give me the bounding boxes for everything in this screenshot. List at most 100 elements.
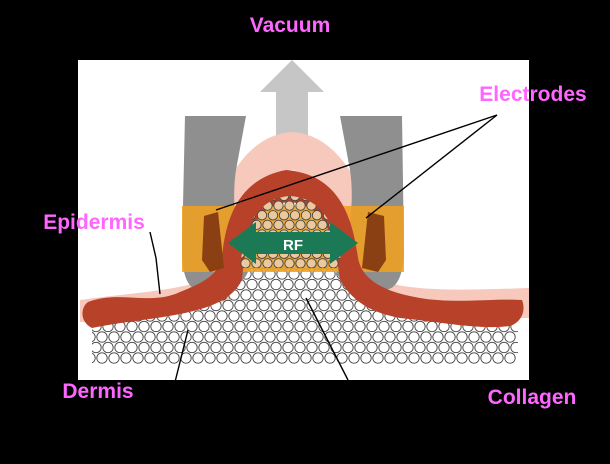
cell: [312, 352, 324, 364]
cell: [282, 278, 294, 291]
cell: [174, 320, 186, 333]
rf-arrow-icon: [228, 222, 358, 264]
cell: [330, 299, 342, 312]
cell: [282, 320, 294, 333]
cell: [258, 299, 270, 312]
cell: [252, 352, 264, 364]
cell: [342, 299, 354, 312]
cell: [284, 200, 295, 211]
cell: [372, 352, 384, 364]
cell: [204, 331, 216, 343]
cell: [234, 320, 246, 333]
cell: [276, 331, 288, 343]
cell: [282, 341, 294, 354]
cell: [258, 320, 270, 333]
cell: [234, 341, 246, 354]
cell: [504, 331, 516, 343]
cell: [144, 331, 156, 343]
cell: [312, 331, 324, 343]
cell: [270, 299, 282, 312]
cell: [324, 352, 336, 364]
cell: [288, 352, 300, 364]
cell: [264, 289, 276, 301]
right-electrode-pad: [362, 212, 386, 272]
cell: [120, 331, 132, 343]
cell: [294, 341, 306, 354]
cell: [450, 341, 462, 354]
cell: [204, 310, 216, 322]
cell: [480, 352, 492, 364]
cell: [240, 258, 251, 268]
cell: [264, 331, 276, 343]
cell: [468, 352, 480, 364]
cell: [384, 352, 396, 364]
cell: [246, 278, 258, 291]
cell: [192, 310, 204, 322]
cell: [474, 341, 486, 354]
rf-label: RF: [283, 237, 303, 254]
cell: [366, 320, 378, 333]
cell: [390, 341, 402, 354]
cell: [456, 352, 468, 364]
cell: [264, 310, 276, 322]
cell: [311, 210, 323, 221]
cell: [198, 320, 210, 333]
vacuum-label: Vacuum: [250, 14, 331, 37]
cell: [270, 320, 282, 333]
cell: [402, 341, 414, 354]
cell: [432, 352, 444, 364]
cell: [278, 210, 290, 221]
cell: [378, 341, 390, 354]
left-electrode-pad: [202, 212, 224, 272]
cell: [273, 200, 284, 211]
cell: [192, 331, 204, 343]
dermis-label: Dermis: [62, 380, 133, 403]
cell: [295, 258, 306, 268]
cell: [144, 352, 156, 364]
cell: [228, 352, 240, 364]
cell: [150, 341, 162, 354]
cell: [324, 289, 336, 301]
cell: [300, 352, 312, 364]
cell: [138, 341, 150, 354]
cell: [492, 352, 504, 364]
cell: [317, 219, 328, 231]
cell: [306, 320, 318, 333]
cell: [258, 341, 270, 354]
cell: [252, 331, 264, 343]
cell: [336, 310, 348, 322]
cell: [210, 341, 222, 354]
cell: [168, 331, 180, 343]
cell: [284, 219, 295, 231]
cell: [186, 320, 198, 333]
cell: [306, 219, 317, 231]
cell: [486, 341, 498, 354]
cell: [295, 219, 306, 231]
cell: [246, 320, 258, 333]
cell: [390, 320, 402, 333]
cell: [162, 341, 174, 354]
cell: [294, 278, 306, 291]
cell: [432, 331, 444, 343]
cell: [246, 341, 258, 354]
cell: [168, 352, 180, 364]
cell: [126, 341, 138, 354]
cell: [102, 341, 114, 354]
cell: [360, 352, 372, 364]
cell: [96, 331, 108, 343]
cell: [306, 341, 318, 354]
cell: [114, 341, 126, 354]
cell: [282, 299, 294, 312]
cell: [258, 278, 270, 291]
cell: [108, 352, 120, 364]
cell: [444, 352, 456, 364]
cell: [156, 331, 168, 343]
cell: [360, 310, 372, 322]
cell: [348, 310, 360, 322]
cell: [295, 200, 306, 211]
cell: [262, 258, 273, 268]
cell: [216, 352, 228, 364]
cell: [396, 331, 408, 343]
cell: [228, 310, 240, 322]
